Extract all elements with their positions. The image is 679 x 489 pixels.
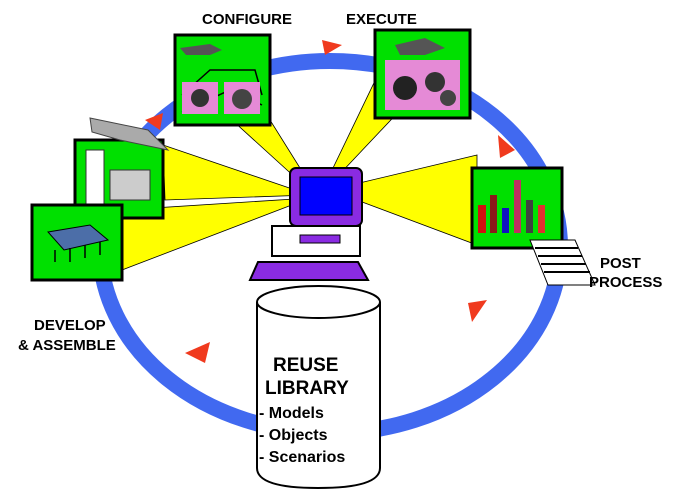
- cycle-arrows: [145, 40, 515, 363]
- library-item-scenarios: - Scenarios: [259, 449, 345, 466]
- post-process-panel: [470, 166, 596, 286]
- library-title-line1: REUSE: [273, 355, 338, 376]
- spacecraft-icon: [89, 117, 170, 151]
- aircraft-icon: [180, 44, 222, 55]
- monitor-screen: [299, 176, 353, 216]
- jet-icon: [395, 38, 445, 55]
- execute-panel: [373, 28, 472, 120]
- arrow-top: [322, 40, 342, 55]
- label-execute: EXECUTE: [346, 11, 417, 28]
- arrow-upper-left: [145, 113, 163, 130]
- arrow-upper-right: [498, 135, 515, 158]
- chip-icon: [47, 224, 110, 251]
- arrow-right: [468, 300, 487, 322]
- label-process: PROCESS: [589, 274, 662, 291]
- computer-workstation: [248, 167, 370, 281]
- library-item-models: - Models: [259, 405, 324, 422]
- label-post: POST: [600, 255, 641, 272]
- keyboard: [248, 261, 370, 281]
- library-item-objects: - Objects: [259, 427, 328, 444]
- develop-panel-front: [30, 203, 124, 282]
- report-sheet: [529, 239, 596, 286]
- reuse-library-cylinder: [256, 285, 381, 489]
- label-develop: DEVELOP: [34, 317, 106, 334]
- library-title-line2: LIBRARY: [265, 378, 349, 399]
- configure-panel: [173, 33, 272, 127]
- label-assemble: & ASSEMBLE: [18, 337, 116, 354]
- label-configure: CONFIGURE: [202, 11, 292, 28]
- arrow-bottom-left: [185, 342, 210, 363]
